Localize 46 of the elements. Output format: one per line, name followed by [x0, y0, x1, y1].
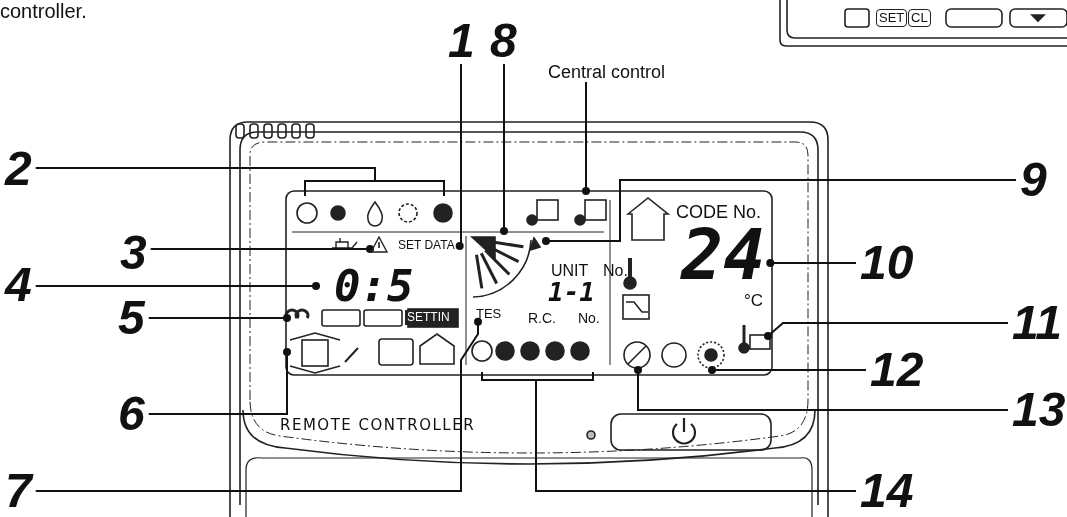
display-text: TES: [471, 306, 507, 322]
display-text: SETTIN: [405, 310, 452, 325]
leader-line: [149, 245, 374, 253]
segment-digits: 1-1: [548, 282, 595, 303]
display-text: No.: [603, 263, 628, 280]
leader-line: [708, 366, 867, 374]
display-text: °C: [744, 292, 764, 310]
callout-number: 9: [1020, 157, 1047, 203]
leader-line: [455, 63, 464, 250]
display-text: UNIT: [551, 263, 589, 280]
callout-label: Central control: [548, 62, 666, 82]
callout-number: 6: [118, 391, 145, 437]
display-text: SET DATA: [393, 238, 460, 253]
leader-line: [764, 322, 1009, 340]
leader-line: [34, 167, 445, 197]
warning-icon: [370, 236, 388, 253]
display-text: No.: [578, 311, 600, 326]
callout-number: 8: [490, 18, 517, 64]
callout-number: 12: [870, 347, 924, 393]
leader-line: [34, 317, 482, 492]
callout-number: 7: [5, 468, 32, 514]
key-label: SET: [876, 9, 908, 27]
leader-line: [582, 81, 590, 195]
key-label: CL: [908, 9, 931, 27]
callout-number: 11: [1012, 300, 1062, 346]
leader-line: [147, 314, 291, 322]
leader-line: [542, 179, 1017, 245]
segment-digits: 0:5: [334, 268, 414, 304]
leader-line: [147, 348, 291, 415]
callout-number: 14: [860, 468, 914, 514]
callout-number: 3: [120, 230, 147, 276]
callout-number: 2: [5, 146, 32, 192]
callout-number: 4: [5, 262, 32, 308]
callout-number: 5: [118, 295, 145, 341]
callout-number: 1: [448, 18, 475, 64]
leader-line: [481, 371, 857, 492]
leader-line: [766, 259, 857, 267]
segment-digits: 24: [676, 226, 771, 284]
display-text: R.C.: [528, 311, 556, 326]
leader-line: [500, 63, 508, 235]
callout-number: 10: [860, 240, 914, 286]
leader-line: [34, 282, 320, 290]
display-text: CODE No.: [676, 203, 762, 222]
caption-fragment: controller.: [0, 1, 87, 22]
leader-line: [634, 366, 1009, 411]
callout-number: 13: [1012, 387, 1066, 433]
